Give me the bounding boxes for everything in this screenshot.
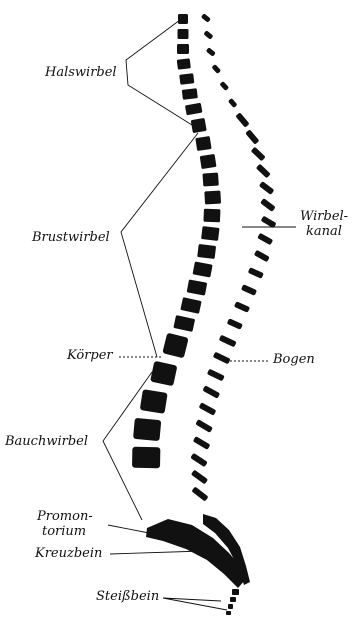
vertebral-body (185, 103, 202, 116)
vertebral-arch (261, 216, 277, 229)
steissbein-leader (163, 598, 227, 610)
vertebral-body (178, 14, 188, 24)
vertebral-body (177, 58, 191, 69)
label-wirbelkanal-line1: Wirbel- (300, 210, 348, 224)
vertebral-body (140, 389, 168, 414)
vertebral-arch (245, 129, 259, 144)
label-brustwirbel: Brustwirbel (32, 231, 110, 245)
vertebral-body (203, 209, 220, 223)
label-promontorium-line2: torium (42, 525, 86, 539)
kreuzbein-leader (110, 551, 203, 554)
vertebral-arch (199, 402, 217, 415)
vertebral-arch (259, 181, 275, 195)
coccyx-segment (232, 589, 239, 595)
vertebral-body (173, 315, 195, 332)
vertebral-arch (201, 13, 211, 23)
coccyx-segment (230, 597, 236, 602)
vertebral-arch (219, 81, 229, 91)
vertebral-arch (190, 453, 208, 467)
vertebral-body (150, 361, 177, 386)
vertebral-body (180, 297, 201, 314)
coccyx-segment (228, 604, 233, 609)
vertebral-arch (211, 64, 221, 74)
label-bogen: Bogen (273, 353, 315, 367)
label-halswirbel: Halswirbel (45, 66, 117, 80)
vertebral-body (179, 73, 194, 85)
vertebral-arch (195, 419, 213, 433)
vertebral-arch (207, 369, 225, 382)
promontorium-leader (108, 525, 149, 533)
vertebral-arch (251, 147, 266, 162)
vertebral-arch (213, 352, 231, 365)
sacrum-shape (146, 519, 245, 588)
vertebral-arch (254, 250, 270, 263)
vertebral-arch (256, 164, 271, 179)
vertebral-body (201, 226, 219, 241)
vertebral-arch (193, 436, 211, 450)
vertebral-arch (234, 301, 250, 312)
vertebral-arch (248, 267, 264, 279)
label-promontorium-line1: Promon- (37, 510, 93, 524)
vertebral-bodies (132, 14, 221, 468)
vertebral-body (197, 244, 216, 259)
coccyx-segment (226, 611, 231, 615)
vertebral-arch (203, 30, 213, 40)
label-wirbelkanal-line2: kanal (306, 225, 342, 239)
vertebral-arch (191, 486, 208, 501)
vertebral-body (195, 136, 211, 151)
vertebral-body (204, 191, 221, 205)
vertebral-body (132, 447, 160, 468)
coccyx-segments (226, 589, 239, 615)
vertebral-body (200, 154, 217, 169)
vertebral-arch (219, 335, 237, 348)
vertebral-arch (257, 233, 273, 246)
vertebral-body (191, 118, 207, 133)
vertebral-arch (235, 112, 249, 127)
vertebral-arch (202, 385, 220, 398)
vertebral-arch (227, 318, 243, 329)
vertebral-body (182, 88, 198, 100)
vertebral-body (177, 44, 189, 54)
vertebral-body (162, 333, 188, 359)
label-bauchwirbel: Bauchwirbel (5, 435, 88, 449)
vertebral-arch (191, 470, 208, 485)
label-kreuzbein: Kreuzbein (35, 547, 102, 561)
vertebral-body (202, 172, 218, 186)
label-koerper: Körper (67, 349, 113, 363)
vertebral-body (193, 261, 213, 277)
vertebral-arch (206, 47, 216, 57)
vertebral-body (187, 279, 208, 295)
vertebral-body (178, 29, 189, 39)
vertebral-arch (228, 98, 238, 108)
vertebral-arch (241, 284, 257, 296)
vertebral-arch (260, 198, 276, 212)
label-steissbein: Steißbein (96, 590, 159, 604)
vertebral-body (133, 418, 161, 441)
